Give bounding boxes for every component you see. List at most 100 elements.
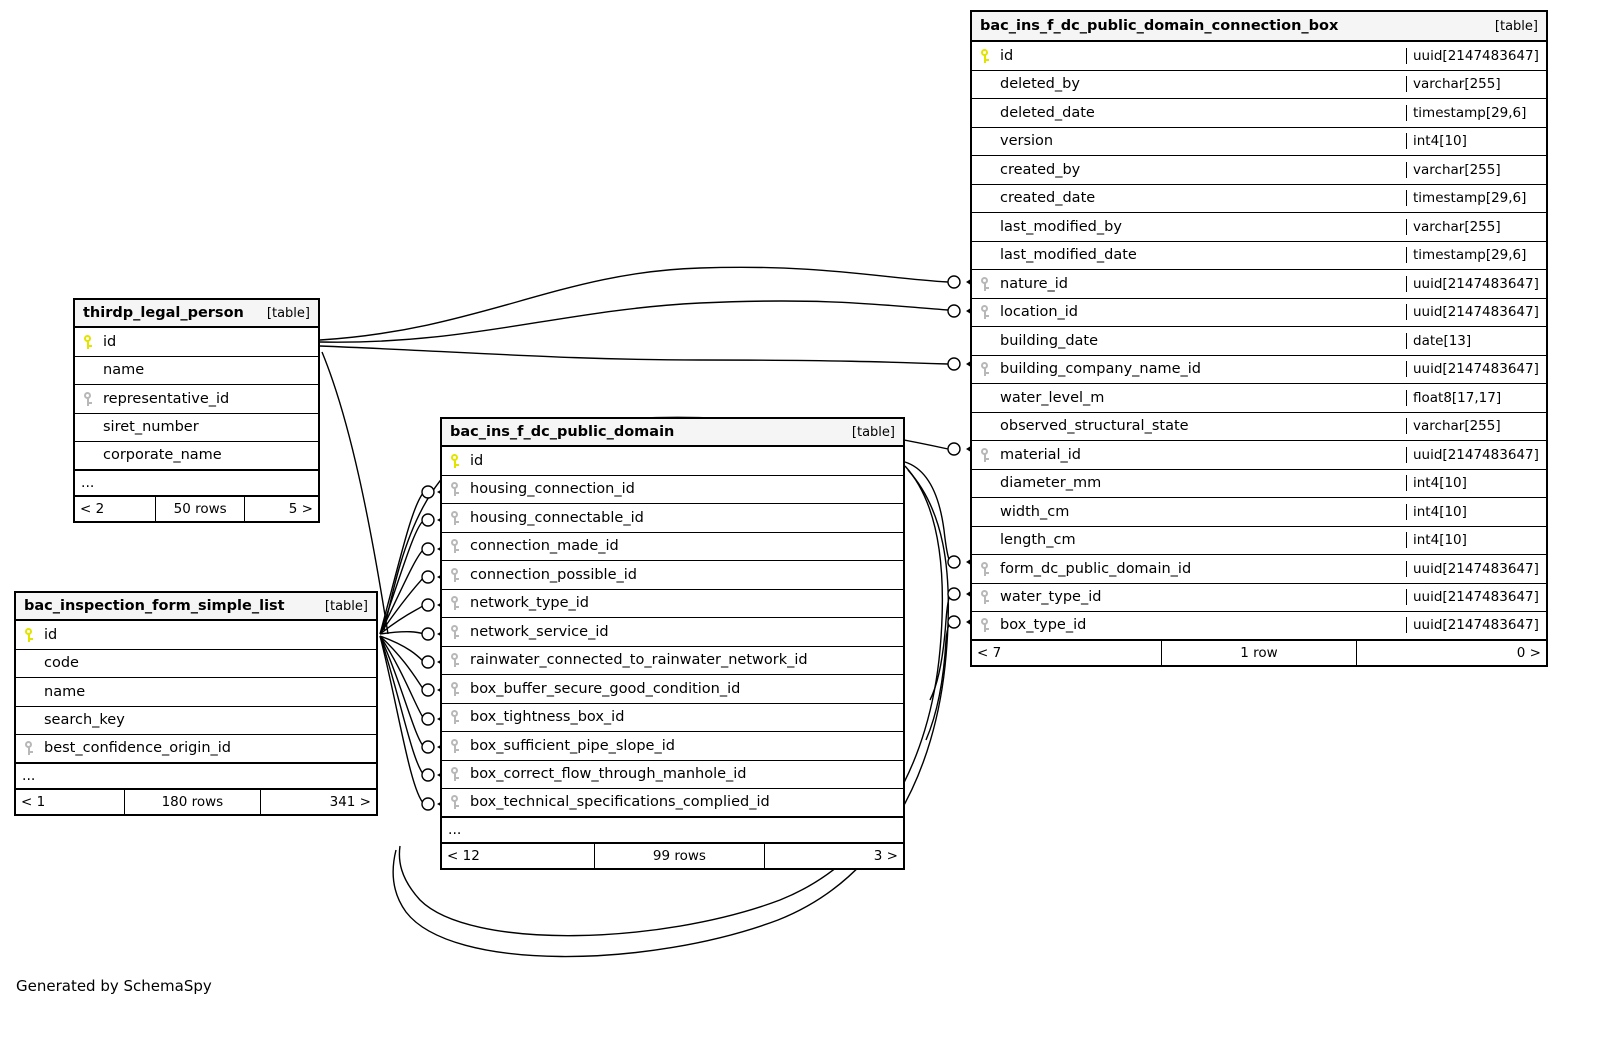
column-type: uuid[2147483647] <box>1406 304 1546 321</box>
column-row[interactable]: box_correct_flow_through_manhole_id <box>442 760 903 789</box>
column-row[interactable]: representative_id <box>75 385 318 414</box>
column-row[interactable]: network_type_id <box>442 589 903 618</box>
column-type: float8[17,17] <box>1406 389 1546 406</box>
column-row[interactable]: length_cm int4[10] <box>972 526 1546 555</box>
column-name: housing_connectable_id <box>470 509 644 526</box>
key-icon-foreign <box>442 539 468 554</box>
edge-public-domain-to-form-dc <box>904 461 951 563</box>
column-row[interactable]: box_buffer_secure_good_condition_id <box>442 675 903 704</box>
column-row[interactable]: name <box>75 356 318 385</box>
footer-row-count: 99 rows <box>594 843 765 868</box>
column-name: observed_structural_state <box>1000 418 1189 435</box>
column-row[interactable]: connection_made_id <box>442 532 903 561</box>
column-row[interactable]: housing_connectable_id <box>442 504 903 533</box>
column-row[interactable]: water_type_id uuid[2147483647] <box>972 583 1546 612</box>
column-name: id <box>44 626 58 643</box>
generated-by-credit: Generated by SchemaSpy <box>16 977 212 995</box>
column-row[interactable]: box_type_id uuid[2147483647] <box>972 612 1546 641</box>
column-row[interactable]: id <box>16 621 376 650</box>
column-row[interactable]: created_date timestamp[29,6] <box>972 184 1546 213</box>
column-row[interactable]: width_cm int4[10] <box>972 498 1546 527</box>
column-row[interactable]: water_level_m float8[17,17] <box>972 384 1546 413</box>
table-header: bac_inspection_form_simple_list [table] <box>16 593 376 621</box>
column-row[interactable]: search_key <box>16 706 376 735</box>
column-name: building_company_name_id <box>1000 361 1202 378</box>
column-name: nature_id <box>1000 275 1068 292</box>
column-row[interactable]: observed_structural_state varchar[255] <box>972 412 1546 441</box>
column-row[interactable]: housing_connection_id <box>442 475 903 504</box>
column-row[interactable]: form_dc_public_domain_id uuid[2147483647… <box>972 555 1546 584</box>
table-thirdp-legal-person[interactable]: thirdp_legal_person [table] id name repr… <box>73 298 320 523</box>
table-header: thirdp_legal_person [table] <box>75 300 318 328</box>
column-row[interactable]: deleted_by varchar[255] <box>972 70 1546 99</box>
footer-prev-count[interactable]: < 2 <box>80 500 105 517</box>
table-bac-inspection-form-simple-list[interactable]: bac_inspection_form_simple_list [table] … <box>14 591 378 816</box>
column-type: int4[10] <box>1406 475 1546 492</box>
column-row[interactable]: nature_id uuid[2147483647] <box>972 270 1546 299</box>
footer-next-count[interactable]: 3 > <box>873 847 898 864</box>
edge-hub-to-network-type <box>379 604 425 635</box>
column-row[interactable]: connection_possible_id <box>442 561 903 590</box>
column-row[interactable]: code <box>16 649 376 678</box>
table-footer: < 2 50 rows 5 > <box>75 496 318 521</box>
column-row[interactable]: name <box>16 678 376 707</box>
column-name: location_id <box>1000 304 1079 321</box>
edge-hub-to-box-slope <box>379 635 425 748</box>
column-row[interactable]: box_technical_specifications_complied_id <box>442 789 903 818</box>
key-icon-foreign <box>16 741 42 756</box>
column-row[interactable]: material_id uuid[2147483647] <box>972 441 1546 470</box>
column-row[interactable]: building_company_name_id uuid[2147483647… <box>972 355 1546 384</box>
column-row[interactable]: id uuid[2147483647] <box>972 42 1546 71</box>
edge-to-water-type <box>929 593 951 701</box>
column-row[interactable]: version int4[10] <box>972 127 1546 156</box>
footer-prev-count[interactable]: < 7 <box>977 644 1002 661</box>
edge-endpoint-markers <box>947 275 961 629</box>
table-bac-ins-f-dc-public-domain[interactable]: bac_ins_f_dc_public_domain [table] id ho… <box>440 417 905 870</box>
column-type: varchar[255] <box>1406 218 1546 235</box>
edge-hub-to-connection-made <box>379 548 425 635</box>
column-row[interactable]: deleted_date timestamp[29,6] <box>972 99 1546 128</box>
edge-to-box-type <box>925 621 951 741</box>
column-row[interactable]: siret_number <box>75 413 318 442</box>
key-icon-foreign <box>972 276 998 291</box>
footer-prev-count[interactable]: < 1 <box>21 793 46 810</box>
column-type: varchar[255] <box>1406 76 1546 93</box>
column-name: housing_connection_id <box>470 481 635 498</box>
column-row[interactable]: rainwater_connected_to_rainwater_network… <box>442 646 903 675</box>
column-name: name <box>44 683 86 700</box>
column-name: code <box>44 655 79 672</box>
column-row[interactable]: diameter_mm int4[10] <box>972 469 1546 498</box>
footer-next-count[interactable]: 0 > <box>1516 644 1541 661</box>
column-row[interactable]: location_id uuid[2147483647] <box>972 298 1546 327</box>
column-row[interactable]: last_modified_by varchar[255] <box>972 213 1546 242</box>
column-row[interactable]: id <box>442 447 903 476</box>
key-icon-foreign <box>442 681 468 696</box>
key-icon-foreign <box>972 447 998 462</box>
key-icon-foreign <box>442 624 468 639</box>
edge-hub-to-box-flow <box>379 635 425 776</box>
edge-hub-to-connection-possible <box>379 576 425 635</box>
column-row[interactable]: box_sufficient_pipe_slope_id <box>442 732 903 761</box>
footer-next-count[interactable]: 341 > <box>329 793 371 810</box>
key-icon-foreign <box>972 561 998 576</box>
table-bac-ins-f-dc-public-domain-connection-box[interactable]: bac_ins_f_dc_public_domain_connection_bo… <box>970 10 1548 667</box>
column-name: diameter_mm <box>1000 475 1102 492</box>
footer-row-count: 1 row <box>1161 640 1357 665</box>
column-row[interactable]: network_service_id <box>442 618 903 647</box>
column-row[interactable]: corporate_name <box>75 442 318 471</box>
key-icon-foreign <box>442 596 468 611</box>
column-type: timestamp[29,6] <box>1406 190 1546 207</box>
column-row[interactable]: box_tightness_box_id <box>442 703 903 732</box>
column-row[interactable]: last_modified_date timestamp[29,6] <box>972 241 1546 270</box>
column-row[interactable]: best_confidence_origin_id <box>16 735 376 764</box>
key-icon-primary <box>972 48 998 63</box>
column-row[interactable]: id <box>75 328 318 357</box>
column-row[interactable]: created_by varchar[255] <box>972 156 1546 185</box>
key-icon-foreign <box>442 510 468 525</box>
column-name: building_date <box>1000 332 1099 349</box>
column-type: timestamp[29,6] <box>1406 247 1546 264</box>
footer-prev-count[interactable]: < 12 <box>447 847 480 864</box>
table-kind-label: [table] <box>851 424 895 440</box>
footer-next-count[interactable]: 5 > <box>288 500 313 517</box>
column-row[interactable]: building_date date[13] <box>972 327 1546 356</box>
